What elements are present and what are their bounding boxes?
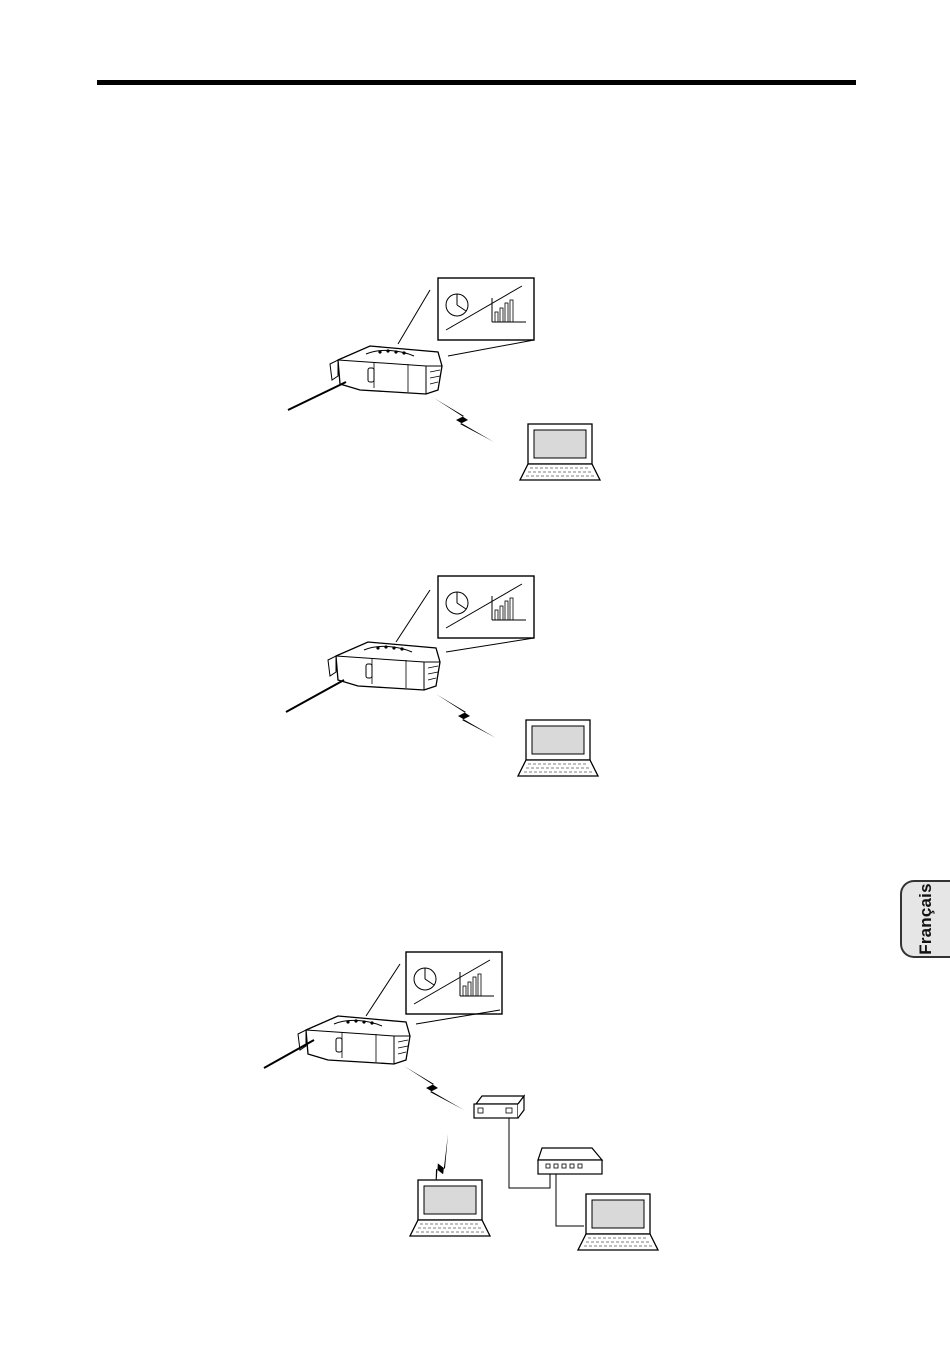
lightning-icon — [404, 1066, 464, 1110]
leader-line — [286, 680, 344, 712]
projection-line-bottom — [448, 340, 534, 356]
screen-chart-icon — [406, 952, 502, 1014]
lightning-icon — [436, 694, 496, 738]
figure-access-point-network — [262, 944, 662, 1254]
projection-line-bottom — [446, 638, 534, 652]
screen-chart-icon — [438, 576, 534, 638]
figure-direct-wireless-1 — [280, 270, 620, 490]
projection-line-top — [398, 290, 430, 344]
laptop-icon — [578, 1194, 658, 1250]
laptop-icon — [410, 1180, 490, 1236]
lightning-icon — [434, 398, 494, 442]
projector-icon — [328, 642, 440, 690]
projector-icon — [298, 1016, 410, 1064]
top-rule — [97, 80, 856, 85]
projector-icon — [330, 346, 442, 394]
leader-line — [264, 1040, 314, 1068]
laptop-icon — [518, 720, 598, 776]
screen-chart-icon — [438, 278, 534, 340]
cable-hub-to-laptop — [556, 1174, 584, 1226]
language-tab-label: Français — [916, 883, 936, 955]
projection-line-top — [366, 964, 400, 1016]
figure-direct-wireless-2 — [278, 568, 618, 788]
language-tab[interactable]: Français — [900, 880, 950, 958]
leader-line — [288, 382, 346, 410]
access-point-icon — [474, 1096, 524, 1118]
projection-line-top — [396, 590, 430, 642]
laptop-icon — [520, 424, 600, 480]
hub-icon — [538, 1148, 602, 1174]
